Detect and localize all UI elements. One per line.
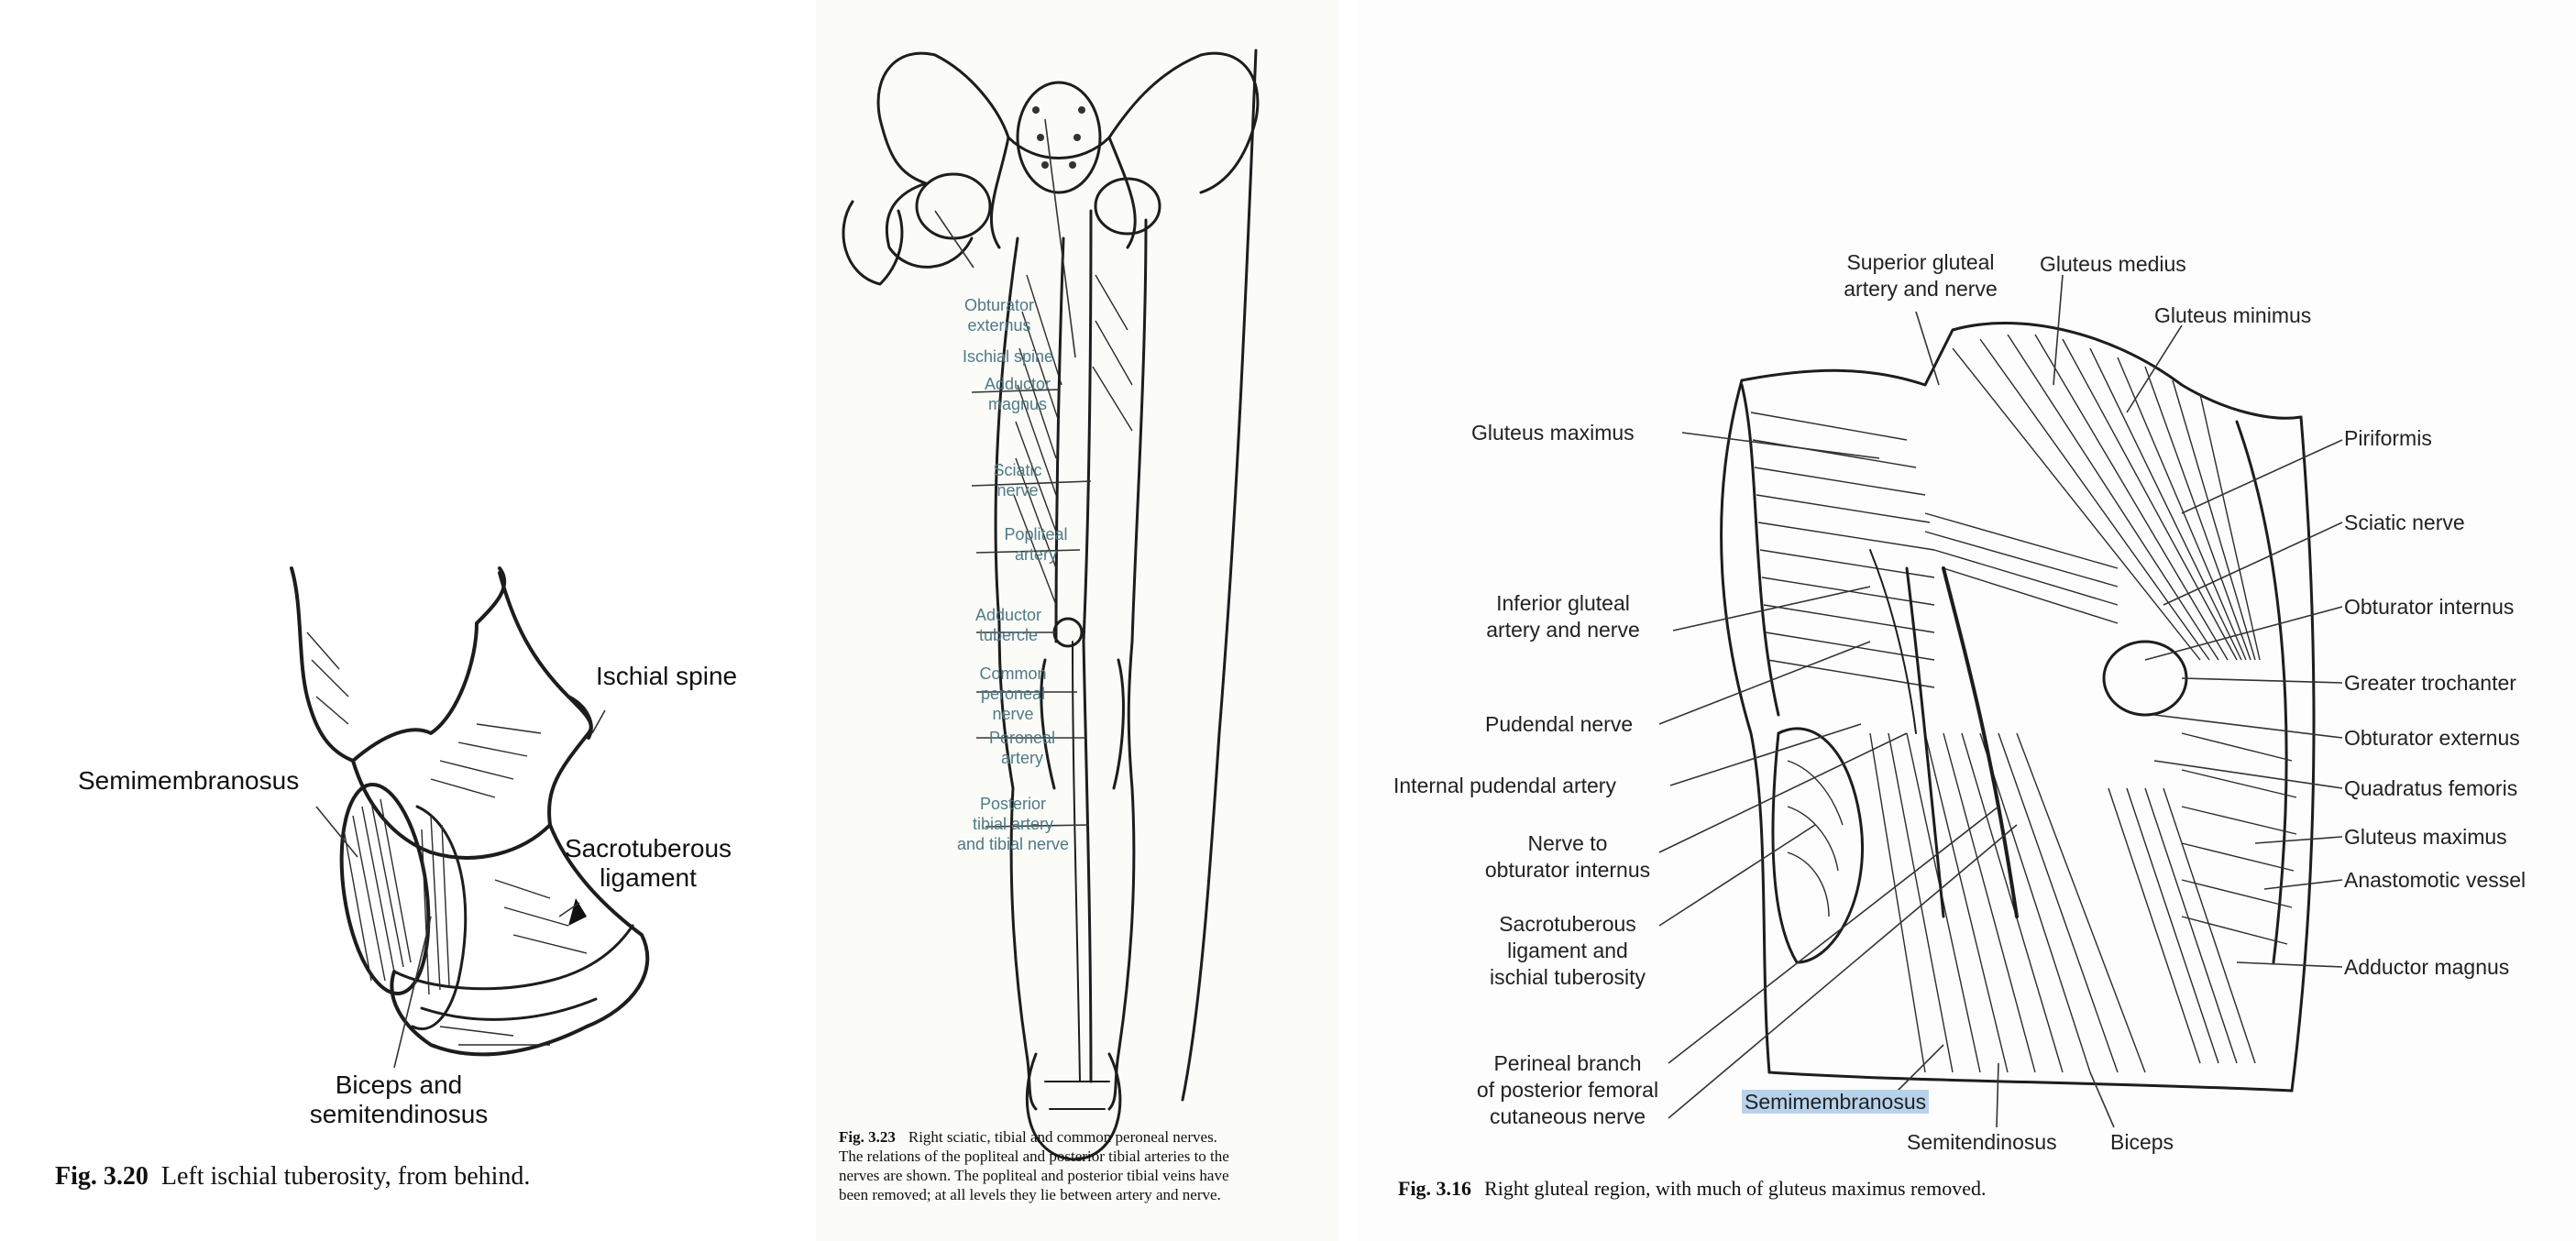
caption-number: Fig. 3.16 [1398,1177,1472,1200]
label-internal-pudendal-artery: Internal pudendal artery [1393,774,1616,797]
label-line: artery [1014,545,1057,564]
label-semimembranosus: Semimembranosus [1742,1089,1930,1115]
label-line: externus [967,316,1031,335]
label-line: Popliteal [1004,525,1068,544]
label-line: magnus [987,395,1048,413]
label-line: semitendinosus [309,1100,489,1128]
label-anastomotic-vessel: Anastomotic vessel [2344,868,2526,892]
selected-text-highlight[interactable]: Semimembranosus [1742,1090,1930,1114]
label-semimembranosus: Semimembranosus [78,766,300,795]
label-adductor-magnus: Adductor magnus [976,374,1059,414]
label-line: Sacrotuberous [1499,912,1636,936]
label-line: Peroneal [988,729,1056,747]
label-obturator-externus: Obturator externus [953,295,1045,335]
label-piriformis: Piriformis [2344,426,2432,450]
label-obturator-internus: Obturator internus [2344,595,2515,619]
label-line: Superior gluteal [1846,250,1995,274]
label-quadratus-femoris: Quadratus femoris [2344,776,2518,800]
figure-caption: Fig. 3.16 Right gluteal region, with much… [1398,1177,1987,1201]
label-popliteal-artery: Popliteal artery [999,524,1073,565]
caption-line: nerves are shown. The popliteal and post… [839,1167,1229,1184]
leg-nerves-drawing [842,49,1260,1161]
gluteal-region-drawing [1658,274,2343,1128]
figure-gluteal-region: Superior gluteal artery and nerve Gluteu… [1357,0,2576,1241]
label-adductor-magnus: Adductor magnus [2344,955,2510,979]
label-line: nerve [992,705,1034,723]
label-biceps: Biceps [2110,1130,2174,1154]
label-line: cutaneous nerve [1489,1104,1646,1128]
label-ischial-spine: Ischial spine [596,662,738,690]
label-line: Obturator [963,296,1035,314]
label-line: Posterior [979,795,1047,813]
label-line: Biceps and [335,1071,463,1099]
label-line: artery and nerve [1486,618,1640,642]
caption-text: Right sciatic, tibial and common peronea… [908,1128,1217,1146]
label-line: artery and nerve [1844,277,1998,301]
figure-caption: Fig. 3.20 Left ischial tuberosity, from b… [55,1162,530,1192]
label-line: ligament [600,863,697,892]
label-line: artery [1000,749,1043,767]
label-sciatic-nerve: Sciatic nerve [981,460,1054,500]
label-adductor-tubercle: Adductor tubercle [967,605,1050,645]
label-line: ligament and [1507,939,1628,962]
caption-number: Fig. 3.23 [839,1128,896,1146]
label-posterior-tibial: Posterior tibial artery and tibial nerve [944,794,1082,854]
caption-text: Right gluteal region, with much of glute… [1484,1177,1987,1200]
caption-number: Fig. 3.20 [55,1162,149,1191]
caption-line: been removed; at all levels they lie bet… [839,1186,1221,1203]
label-semitendinosus: Semitendinosus [1907,1130,2057,1154]
label-common-peroneal-nerve: Common peroneal nerve [972,664,1054,724]
label-line: Inferior gluteal [1496,591,1630,615]
label-sacrotuberous-ligament: Sacrotuberous ligament [556,834,740,893]
label-gluteus-maximus-left: Gluteus maximus [1471,421,1635,445]
caption-line: The relations of the popliteal and poste… [839,1148,1229,1165]
label-line: Common [979,664,1047,683]
label-peroneal-artery: Peroneal artery [981,728,1063,768]
label-sciatic-nerve: Sciatic nerve [2344,511,2465,534]
ischial-tuberosity-drawing [290,566,650,1069]
label-line: and tibial nerve [956,835,1070,853]
label-line: Adductor [974,606,1042,624]
caption-line: Fig. 3.23 Right sciatic, tibial and commo… [839,1127,1334,1147]
label-line: peroneal [980,685,1046,703]
caption-text: Left ischial tuberosity, from behind. [160,1162,531,1191]
label-line: nerve [996,481,1039,500]
label-obturator-externus: Obturator externus [2344,726,2520,750]
label-greater-trochanter: Greater trochanter [2344,671,2516,695]
figure-caption: Fig. 3.23 Right sciatic, tibial and commo… [839,1127,1334,1204]
label-ischial-spine: Ischial spine [963,347,1054,366]
label-gluteus-maximus-right: Gluteus maximus [2344,825,2507,849]
label-inferior-gluteal: Inferior gluteal artery and nerve [1462,590,1664,643]
figure-ischial-tuberosity: Ischial spine Semimembranosus Sacrotuber… [0,0,816,1241]
label-sacrotuberous: Sacrotuberous ligament and ischial tuber… [1467,911,1668,991]
label-gluteus-medius: Gluteus medius [2040,252,2186,276]
label-gluteus-minimus: Gluteus minimus [2154,303,2312,327]
label-line: tubercle [978,626,1039,644]
label-line: tibial artery [972,815,1054,833]
label-biceps-semitendinosus: Biceps and semitendinosus [289,1071,509,1129]
label-line: obturator internus [1484,858,1651,882]
label-line: Sciatic [993,461,1042,479]
label-line: Sacrotuberous [564,834,732,862]
figure-sciatic-nerve: Obturator externus Ischial spine Adducto… [816,0,1338,1241]
label-line: ischial tuberosity [1489,965,1646,989]
label-line: Adductor [984,375,1051,393]
label-line: Nerve to [1527,831,1608,855]
label-nerve-to-obturator: Nerve to obturator internus [1467,830,1668,884]
label-perineal-branch: Perineal branch of posterior femoral cut… [1448,1050,1687,1130]
label-pudendal-nerve: Pudendal nerve [1485,712,1634,736]
label-line: of posterior femoral [1476,1078,1659,1102]
label-line: Perineal branch [1493,1051,1642,1075]
label-superior-gluteal: Superior gluteal artery and nerve [1820,249,2021,302]
